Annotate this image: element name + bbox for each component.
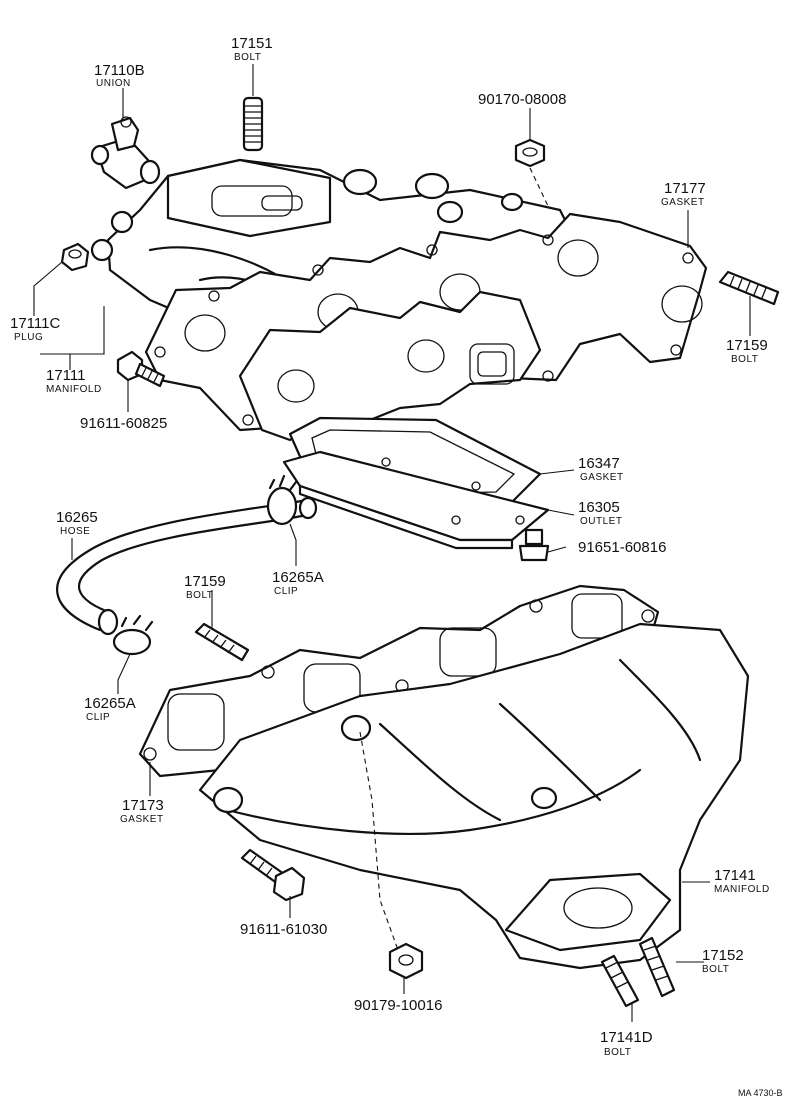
callout-clip-16265A-upper: 16265A CLIP	[272, 569, 324, 597]
stud-bolt-17159-lower-drawing	[194, 622, 250, 662]
callout-gasket-17173: 17173 GASKET	[120, 797, 164, 825]
drawing-code: MA 4730-B	[738, 1088, 783, 1098]
callout-bolt-17152: 17152 BOLT	[702, 947, 744, 975]
callout-plug-17111C: 17111C PLUG	[10, 315, 60, 343]
outlet-16305-drawing	[282, 450, 550, 550]
svg-text:CLIP: CLIP	[274, 586, 298, 597]
svg-text:17152: 17152	[702, 947, 744, 964]
stud-bolt-17159-upper-drawing	[718, 270, 780, 306]
hose-16265-drawing	[56, 496, 318, 636]
svg-text:GASKET: GASKET	[120, 814, 164, 825]
svg-text:17111C: 17111C	[10, 315, 60, 332]
svg-text:90170-08008: 90170-08008	[478, 91, 566, 108]
callout-gasket-16347: 16347 GASKET	[578, 455, 624, 483]
callout-clip-16265A-lower: 16265A CLIP	[84, 695, 136, 723]
callout-bolt-91611-61030: 91611-61030	[240, 921, 327, 938]
callout-bolt-91651: 91651-60816	[578, 539, 666, 556]
callout-manifold-17111: 17111 MANIFOLD	[46, 367, 102, 395]
stud-bolt-17141D-drawing	[600, 954, 640, 1008]
svg-text:BOLT: BOLT	[702, 964, 729, 975]
svg-text:CLIP: CLIP	[86, 712, 110, 723]
svg-text:OUTLET: OUTLET	[580, 516, 622, 527]
callout-bolt-17159-lower: 17159 BOLT	[184, 573, 226, 601]
callout-bolt-91611-60825: 91611-60825	[80, 415, 167, 432]
svg-text:BOLT: BOLT	[186, 590, 213, 601]
callout-hose-16265: 16265 HOSE	[56, 509, 98, 537]
plug-17111C-drawing	[60, 242, 90, 272]
svg-text:16265A: 16265A	[272, 569, 324, 586]
svg-text:90179-10016: 90179-10016	[354, 997, 442, 1014]
svg-text:17111: 17111	[46, 367, 86, 384]
svg-text:17110B: 17110B	[94, 62, 145, 79]
svg-text:17159: 17159	[184, 573, 226, 590]
callout-nut-90179: 90179-10016	[354, 997, 442, 1014]
svg-text:16265: 16265	[56, 509, 98, 526]
exhaust-manifold-17141-drawing	[198, 622, 750, 970]
callout-nut-90170: 90170-08008	[478, 91, 566, 108]
callout-manifold-17141: 17141 MANIFOLD	[714, 867, 770, 895]
callout-union-17110B: 17110B UNION	[94, 62, 145, 89]
svg-text:BOLT: BOLT	[604, 1047, 631, 1058]
callout-gasket-17177: 17177 GASKET	[661, 180, 706, 208]
svg-text:GASKET: GASKET	[580, 472, 624, 483]
svg-text:17177: 17177	[664, 180, 706, 197]
svg-text:17159: 17159	[726, 337, 768, 354]
svg-text:16305: 16305	[578, 499, 620, 516]
nut-90179-drawing	[388, 942, 424, 980]
nut-90170-drawing	[514, 138, 546, 168]
svg-text:PLUG: PLUG	[14, 332, 43, 343]
svg-text:91651-60816: 91651-60816	[578, 539, 666, 556]
svg-text:BOLT: BOLT	[731, 354, 758, 365]
bolt-91611-60825-drawing	[116, 350, 166, 388]
stud-bolt-17151-drawing	[242, 96, 264, 152]
svg-text:17173: 17173	[122, 797, 164, 814]
svg-text:16265A: 16265A	[84, 695, 136, 712]
callout-bolt-17141D: 17141D BOLT	[600, 1029, 653, 1058]
callout-bolt-17151: 17151 BOLT	[231, 35, 273, 63]
svg-text:GASKET: GASKET	[661, 197, 705, 208]
exhaust-nut-dashed-line	[359, 731, 399, 951]
svg-text:17141D: 17141D	[600, 1029, 653, 1046]
svg-text:MANIFOLD: MANIFOLD	[46, 384, 102, 395]
svg-text:17141: 17141	[714, 867, 756, 884]
svg-text:MANIFOLD: MANIFOLD	[714, 884, 770, 895]
svg-text:91611-61030: 91611-61030	[240, 921, 327, 938]
svg-text:16347: 16347	[578, 455, 620, 472]
svg-text:91611-60825: 91611-60825	[80, 415, 167, 432]
svg-text:UNION: UNION	[96, 78, 131, 89]
union-fitting-drawing	[90, 116, 161, 190]
callout-bolt-17159-upper: 17159 BOLT	[726, 337, 768, 365]
callout-outlet-16305: 16305 OUTLET	[578, 499, 622, 527]
clip-16265A-upper-drawing	[266, 474, 298, 526]
svg-text:HOSE: HOSE	[60, 526, 90, 537]
svg-text:BOLT: BOLT	[234, 52, 261, 63]
bolt-91651-drawing	[518, 528, 550, 562]
leader-lines	[33, 64, 751, 1022]
clip-16265A-lower-drawing	[112, 614, 154, 656]
svg-text:17151: 17151	[231, 35, 273, 52]
stud-bolt-17152-drawing	[638, 936, 676, 998]
bolt-91611-61030-drawing	[240, 848, 306, 902]
